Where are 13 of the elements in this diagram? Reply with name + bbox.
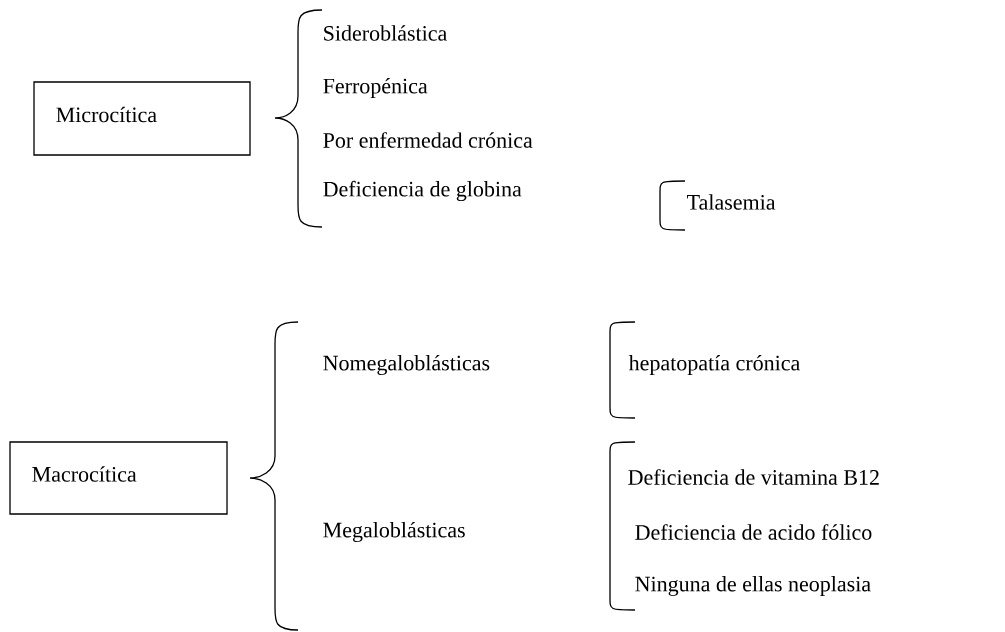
label: Por enfermedad crónica [323,132,533,148]
label: Ninguna de ellas neoplasia [635,576,871,596]
text-box: Microcítica [33,81,251,156]
label: Deficiencia de acido fólico [635,524,872,540]
label: hepatopatía crónica [628,355,800,375]
text-box: Macrocítica [9,441,228,515]
label: Ferropénica [323,78,428,98]
label: Deficiencia de vitamina B12 [628,469,879,485]
label: Megaloblásticas [323,521,465,542]
label: Talasemia [687,194,776,210]
label: Nomegaloblásticas [323,354,490,375]
label: Sideroblástica [324,25,447,41]
label: Deficiencia de globina [323,180,522,202]
